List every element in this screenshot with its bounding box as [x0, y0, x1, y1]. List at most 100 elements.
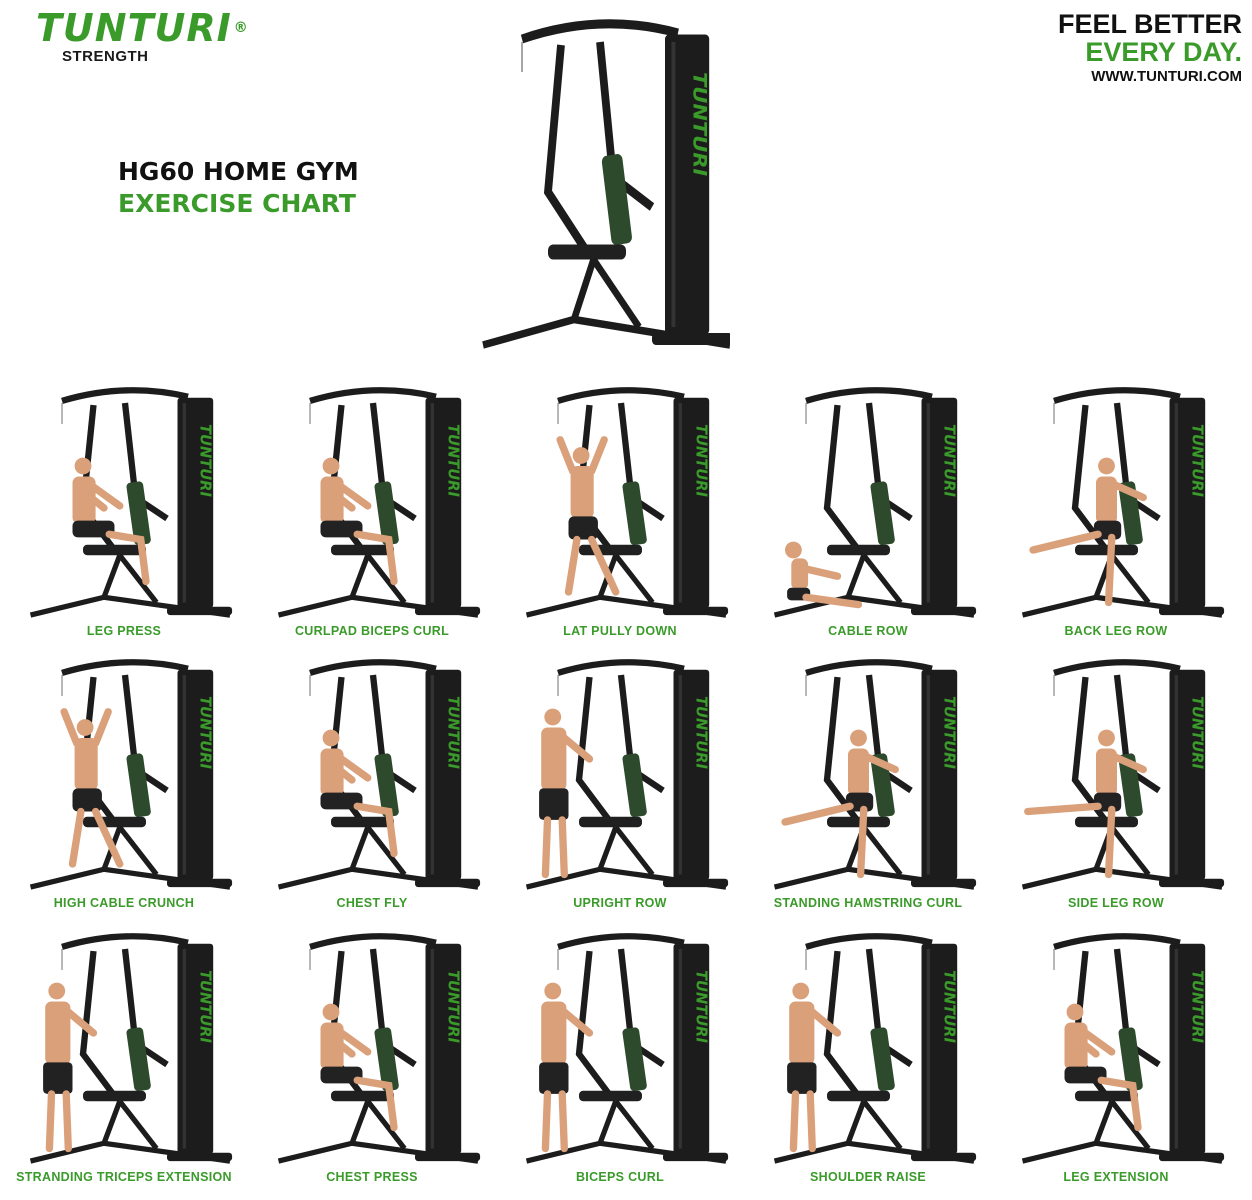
person-shorts: [787, 1062, 817, 1094]
exercise-label: CURLPAD BICEPS CURL: [294, 624, 450, 638]
exercise-label: STANDING HAMSTRING CURL: [773, 896, 963, 910]
exercise-machine: TUNTURI: [29, 387, 233, 618]
machine-brand-text: TUNTURI: [693, 696, 710, 769]
top-arm: [520, 19, 679, 44]
exercise-machine: TUNTURI: [773, 659, 977, 890]
person-torso: [1096, 748, 1117, 796]
machine-brand-text: TUNTURI: [941, 970, 958, 1043]
exercise-machine: TUNTURI: [277, 933, 481, 1164]
seat-pad: [827, 816, 890, 828]
exercise-card: TUNTURI BICEPS CURL: [496, 918, 744, 1190]
back-pad: [870, 1027, 895, 1092]
exercise-illustration: TUNTURI: [277, 659, 481, 890]
exercise-label: HIGH CABLE CRUNCH: [53, 896, 195, 910]
weight-stack-tower: [673, 397, 710, 608]
seat-pad: [1075, 816, 1138, 828]
machine-brand-text: TUNTURI: [445, 696, 462, 769]
exercise-person: [320, 457, 398, 586]
tagline-line-1: FEEL BETTER: [1057, 9, 1242, 39]
weight-stack-tower: [921, 397, 958, 608]
brand-name: TUNTURI®: [36, 8, 249, 48]
exercise-illustration: TUNTURI: [525, 659, 729, 890]
exercise-illustration: TUNTURI: [1021, 387, 1225, 618]
person-torso: [541, 1001, 567, 1065]
top-arm: [557, 933, 685, 950]
machine-brand-text: TUNTURI: [197, 424, 214, 497]
weight-stack-tower: [177, 669, 214, 880]
person-shorts: [568, 516, 598, 540]
exercise-person: [60, 708, 124, 868]
person-head: [850, 729, 867, 747]
exercise-machine: TUNTURI: [525, 659, 729, 890]
press-arm: [823, 950, 862, 1098]
exercise-person: [320, 1003, 398, 1132]
person-shorts: [539, 1062, 569, 1094]
person-torso: [570, 466, 594, 519]
exercise-person: [1024, 729, 1147, 879]
exercise-label: STRANDING TRICEPS EXTENSION: [16, 1170, 232, 1184]
weight-stack-tower: [665, 34, 710, 335]
exercise-machine: TUNTURI: [1021, 933, 1225, 1164]
exercise-machine: TUNTURI: [773, 933, 977, 1164]
exercise-person: [43, 982, 98, 1153]
exercise-person: [785, 541, 863, 609]
weight-stack-tower: [921, 669, 958, 880]
person-head: [572, 447, 590, 464]
exercise-machine: TUNTURI: [525, 387, 729, 618]
person-torso: [791, 558, 809, 590]
machine-brand-text: TUNTURI: [689, 72, 710, 176]
exercise-machine: TUNTURI: [525, 933, 729, 1164]
exercise-label: LEG EXTENSION: [1063, 1170, 1169, 1184]
back-pad: [870, 481, 895, 546]
seat-pad: [331, 1090, 394, 1102]
back-pad: [126, 1027, 151, 1092]
person-head: [1098, 457, 1115, 475]
machine-brand-text: TUNTURI: [1189, 424, 1206, 497]
exercise-person: [539, 708, 594, 879]
person-torso: [789, 1001, 815, 1065]
exercise-label: SIDE LEG ROW: [1068, 896, 1164, 910]
brand-logo: TUNTURI® STRENGTH: [36, 8, 249, 65]
back-pad: [374, 1027, 399, 1092]
exercise-label: BICEPS CURL: [575, 1170, 665, 1184]
weight-stack-tower: [1169, 943, 1206, 1154]
chart-title-line-2: EXERCISE CHART: [118, 189, 356, 218]
person-head: [792, 982, 810, 1000]
top-arm: [1053, 387, 1181, 404]
website-url: WWW.TUNTURI.COM: [1091, 68, 1242, 85]
seat-pad: [83, 816, 146, 828]
exercise-illustration: TUNTURI: [29, 387, 233, 618]
exercise-person: [1064, 1003, 1142, 1132]
person-shorts: [320, 792, 363, 810]
weight-stack-tower: [425, 669, 462, 880]
exercise-person: [72, 457, 150, 586]
top-arm: [805, 387, 933, 404]
exercise-illustration: TUNTURI: [1021, 933, 1225, 1164]
exercise-person: [539, 982, 594, 1153]
top-arm: [309, 387, 437, 404]
exercise-person: [1029, 457, 1147, 607]
exercise-illustration: TUNTURI: [29, 659, 233, 890]
press-arm: [575, 950, 614, 1098]
machine-brand-text: TUNTURI: [197, 696, 214, 769]
seat-pad: [331, 544, 394, 556]
exercise-machine: TUNTURI: [773, 387, 977, 618]
exercise-person: [781, 729, 899, 879]
exercise-machine: TUNTURI: [1021, 659, 1225, 890]
machine-brand-text: TUNTURI: [445, 970, 462, 1043]
person-head: [785, 541, 802, 559]
exercise-machine: TUNTURI: [277, 659, 481, 890]
press-arm: [79, 950, 118, 1098]
seat-pad: [579, 1090, 642, 1102]
person-shorts: [320, 520, 363, 538]
person-shorts: [72, 788, 102, 812]
exercise-label: LAT PULLY DOWN: [563, 624, 677, 638]
person-head: [74, 457, 92, 475]
press-arm: [823, 404, 862, 552]
exercise-label: SHOULDER RAISE: [809, 1170, 927, 1184]
brand-subtitle: STRENGTH: [62, 48, 149, 65]
hero-machine: TUNTURI: [482, 19, 730, 349]
